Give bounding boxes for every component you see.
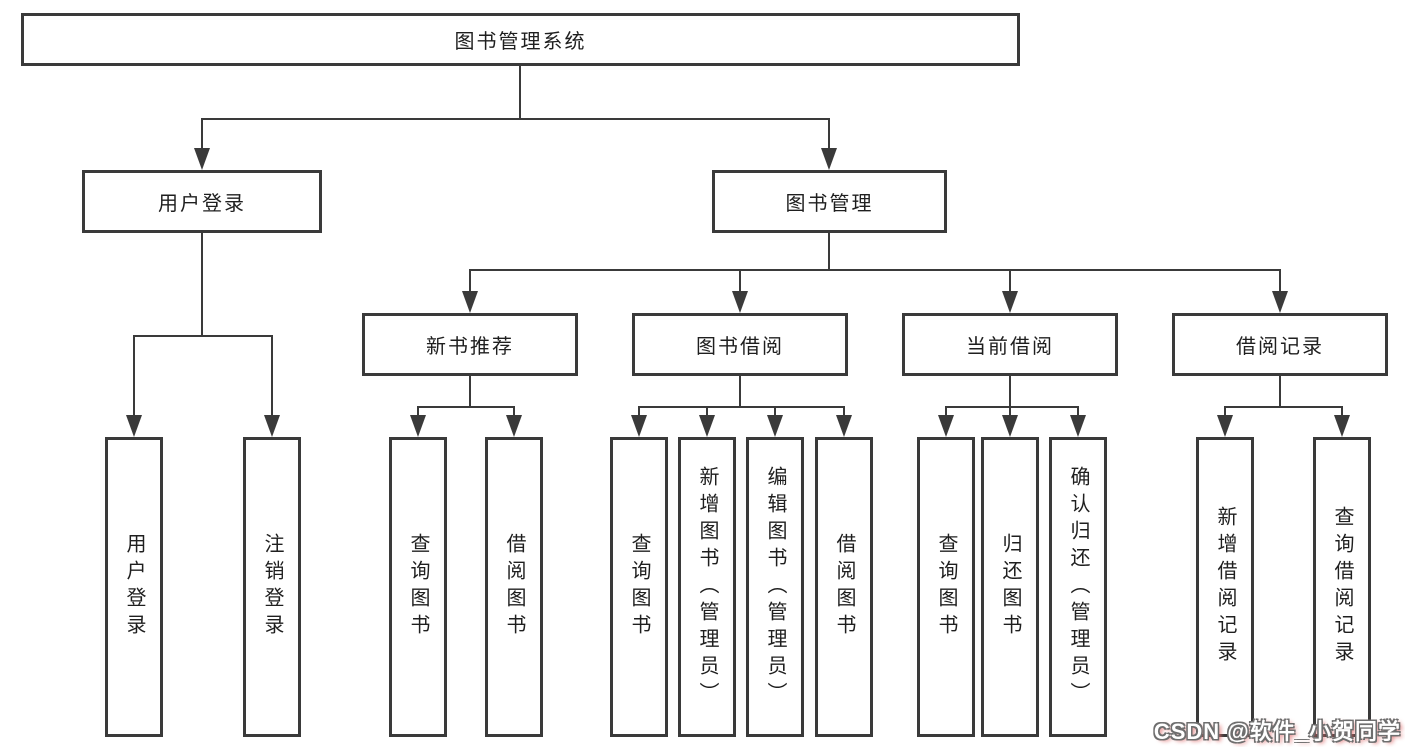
leaf-add-book-admin-label: 新增图书（管理员） [696, 465, 718, 709]
connector-to-current-borrow [1009, 269, 1011, 293]
leaf-confirm-return-admin: 确认归还（管理员） [1049, 437, 1107, 737]
connector-to-leaf-return [1009, 406, 1011, 417]
leaf-query-borrow-record-label: 查询借阅记录 [1331, 506, 1353, 668]
leaf-user-login-label: 用户登录 [123, 533, 145, 641]
leaf-logout-label: 注销登录 [261, 533, 283, 641]
connector-book-borrow-drop [739, 376, 741, 408]
connector-to-leaf-query2 [638, 406, 640, 417]
connector-to-leaf-query-record [1341, 406, 1343, 417]
connector-to-leaf-login [133, 335, 135, 417]
connector-current-borrow-drop [1009, 376, 1011, 408]
arrowhead-leaf-confirm-return [1070, 415, 1086, 437]
leaf-query-books-borrowing-label: 查询图书 [628, 533, 650, 641]
leaf-edit-book-admin-label: 编辑图书（管理员） [764, 465, 786, 709]
arrowhead-book-management [821, 148, 837, 170]
connector-book-mgmt-drop [828, 233, 830, 271]
arrowhead-book-borrow [732, 291, 748, 313]
arrowhead-leaf-query3 [938, 415, 954, 437]
connector-to-book-borrow [739, 269, 741, 293]
leaf-query-books-recommend-label: 查询图书 [407, 533, 429, 641]
connector-to-book-management [828, 118, 830, 150]
leaf-query-borrow-record: 查询借阅记录 [1313, 437, 1371, 737]
connector-to-leaf-add-book [706, 406, 708, 417]
leaf-query-books-current: 查询图书 [917, 437, 975, 737]
arrowhead-leaf-borrow2 [836, 415, 852, 437]
leaf-add-book-admin: 新增图书（管理员） [678, 437, 736, 737]
leaf-logout: 注销登录 [243, 437, 301, 737]
leaf-confirm-return-admin-label: 确认归还（管理员） [1067, 465, 1089, 709]
leaf-borrow-books-recommend: 借阅图书 [485, 437, 543, 737]
leaf-add-borrow-record: 新增借阅记录 [1196, 437, 1254, 737]
connector-root-branch [201, 118, 830, 120]
arrowhead-leaf-query2 [631, 415, 647, 437]
connector-to-leaf-borrow2 [843, 406, 845, 417]
connector-to-leaf-query3 [945, 406, 947, 417]
leaf-borrow-books-recommend-label: 借阅图书 [503, 533, 525, 641]
leaf-return-books-label: 归还图书 [999, 533, 1021, 641]
arrowhead-leaf-login [126, 415, 142, 437]
arrowhead-current-borrow [1002, 291, 1018, 313]
leaf-add-borrow-record-label: 新增借阅记录 [1214, 506, 1236, 668]
arrowhead-leaf-return [1002, 415, 1018, 437]
leaf-query-books-borrowing: 查询图书 [610, 437, 668, 737]
arrowhead-borrow-record [1272, 291, 1288, 313]
node-current-borrowing: 当前借阅 [902, 313, 1118, 376]
leaf-return-books: 归还图书 [981, 437, 1039, 737]
connector-to-leaf-add-record [1224, 406, 1226, 417]
watermark: CSDN @软件_小贺同学 [1153, 719, 1401, 744]
connector-to-leaf-borrow1 [513, 406, 515, 417]
arrowhead-user-login [194, 148, 210, 170]
node-borrowing-records: 借阅记录 [1172, 313, 1388, 376]
arrowhead-leaf-query1 [410, 415, 426, 437]
leaf-borrow-books-borrowing-label: 借阅图书 [833, 533, 855, 641]
connector-borrow-record-drop [1279, 376, 1281, 408]
connector-book-mgmt-branch [469, 269, 1281, 271]
connector-to-leaf-confirm-return [1077, 406, 1079, 417]
connector-new-book-drop [469, 376, 471, 408]
node-library-system: 图书管理系统 [21, 13, 1020, 66]
connector-to-user-login [201, 118, 203, 150]
node-book-borrowing: 图书借阅 [632, 313, 848, 376]
leaf-borrow-books-borrowing: 借阅图书 [815, 437, 873, 737]
connector-to-leaf-edit-book [774, 406, 776, 417]
connector-to-leaf-logout [271, 335, 273, 417]
connector-current-borrow-branch [945, 406, 1079, 408]
leaf-edit-book-admin: 编辑图书（管理员） [746, 437, 804, 737]
arrowhead-leaf-add-book [699, 415, 715, 437]
connector-to-leaf-query1 [417, 406, 419, 417]
connector-root-drop [519, 66, 521, 119]
arrowhead-leaf-borrow1 [506, 415, 522, 437]
connector-to-new-book [469, 269, 471, 293]
arrowhead-new-book [462, 291, 478, 313]
arrowhead-leaf-edit-book [767, 415, 783, 437]
leaf-user-login: 用户登录 [105, 437, 163, 737]
connector-new-book-branch [417, 406, 515, 408]
node-user-login: 用户登录 [82, 170, 322, 233]
connector-user-login-branch [133, 335, 273, 337]
node-book-management: 图书管理 [712, 170, 947, 233]
connector-book-borrow-branch [638, 406, 845, 408]
arrowhead-leaf-logout [264, 415, 280, 437]
arrowhead-leaf-add-record [1217, 415, 1233, 437]
arrowhead-leaf-query-record [1334, 415, 1350, 437]
leaf-query-books-recommend: 查询图书 [389, 437, 447, 737]
connector-borrow-record-branch [1224, 406, 1343, 408]
connector-to-borrow-record [1279, 269, 1281, 293]
connector-user-login-drop [201, 233, 203, 337]
node-new-book-recommend: 新书推荐 [362, 313, 578, 376]
leaf-query-books-current-label: 查询图书 [935, 533, 957, 641]
